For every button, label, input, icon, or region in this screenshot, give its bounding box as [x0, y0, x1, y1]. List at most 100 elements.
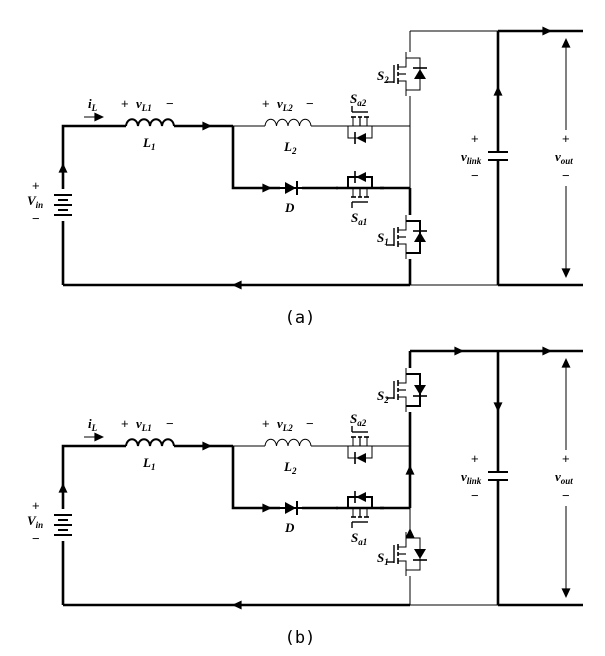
vl2-label: vL2 — [277, 416, 293, 433]
vin-plus-sign: + — [32, 178, 40, 193]
inductor-l2 — [264, 118, 312, 127]
s2-label: S2 — [377, 68, 389, 85]
vl2-label-symbol: v — [277, 416, 283, 431]
inductor-l1 — [125, 118, 175, 127]
sa1-label-symbol: S — [351, 210, 358, 225]
switch-s2-body-diode — [413, 67, 427, 79]
vin-label-symbol: V — [27, 193, 37, 208]
vout-label: vout — [555, 149, 573, 166]
vout-arrow-bottom — [561, 588, 571, 598]
l2-label: L2 — [283, 459, 297, 476]
cap-current-arrow — [493, 86, 503, 96]
vl2-label-subscript: L2 — [282, 103, 293, 113]
switch-s1 — [386, 215, 427, 259]
input-current-arrow — [58, 483, 68, 493]
vlink-minus-sign: − — [471, 168, 479, 183]
il-label-subscript: L — [91, 423, 98, 433]
switch-s1-body-diode — [413, 230, 427, 242]
output-current-arrow — [542, 26, 552, 36]
vin-minus-sign: − — [32, 531, 40, 546]
switch-s1-body-diode-triangle — [414, 549, 426, 559]
vlink-plus-sign: + — [471, 451, 479, 466]
sa1-body-diode — [354, 491, 366, 503]
vin-label: Vin — [27, 193, 43, 210]
switch-sa2 — [351, 106, 369, 126]
vl1-label-symbol: v — [136, 416, 142, 431]
vlink-label: vlink — [461, 149, 482, 166]
return-current-arrow — [232, 280, 242, 290]
vout-arrow-top — [561, 358, 571, 368]
s2-label-symbol: S — [377, 388, 384, 403]
vl1-label: vL1 — [136, 416, 152, 433]
sa1-label-symbol: S — [351, 530, 358, 545]
diode-d-triangle — [285, 502, 296, 514]
vout-label-symbol: v — [555, 149, 561, 164]
d-label: D — [284, 200, 295, 215]
vout-minus-sign: − — [562, 488, 570, 503]
inductor-l2 — [264, 438, 312, 447]
sa2-label: Sa2 — [350, 91, 367, 108]
vl1-minus-sign: − — [166, 96, 174, 111]
sa2-label-subscript: a2 — [357, 418, 367, 428]
vl1-plus-sign: + — [121, 416, 129, 431]
inductor-gap — [126, 436, 174, 448]
switch-s1 — [386, 532, 427, 576]
l2-label-subscript: 2 — [291, 146, 297, 156]
switch-s2-body-diode-triangle — [414, 69, 426, 79]
inductor-l1 — [125, 438, 175, 447]
il-label-subscript: L — [91, 103, 98, 113]
sa2-label-symbol: S — [350, 411, 357, 426]
s1-label-symbol: S — [377, 230, 384, 245]
il-label-symbol: i — [88, 416, 92, 431]
diode-d — [285, 501, 298, 515]
s2-current-arrow — [454, 346, 464, 356]
vl2-label-symbol: v — [277, 96, 283, 111]
vout-gap — [551, 450, 581, 506]
vin-minus-sign: − — [32, 211, 40, 226]
switch-s2-body-diode-triangle — [414, 385, 426, 395]
diode-d-triangle — [285, 182, 296, 194]
switch-s2 — [386, 368, 427, 412]
il-arrow-head — [94, 112, 104, 122]
s1-label: S1 — [377, 230, 389, 247]
vout-label-symbol: v — [555, 469, 561, 484]
switch-s1-source — [398, 560, 407, 576]
sa2-body-diode — [354, 452, 366, 464]
l1-label-subscript: 1 — [151, 142, 156, 152]
diode-branch-wire — [231, 446, 410, 510]
s1-label-subscript: 1 — [384, 237, 389, 247]
vlink-minus-sign: − — [471, 488, 479, 503]
vout-gap — [551, 130, 581, 186]
s1-label-subscript: 1 — [384, 557, 389, 567]
vin-label-subscript: in — [36, 520, 44, 530]
vout-plus-sign: + — [562, 451, 570, 466]
panel-b-circuit: +Vin−iL+vL1−L1+vL2−L2Sa2DSa1S2S1+vlink−+… — [27, 346, 583, 648]
panel-caption: (a) — [285, 308, 316, 328]
il-label: iL — [88, 416, 98, 433]
l2-label-symbol: L — [283, 459, 292, 474]
input-wire — [61, 124, 233, 285]
vl1-label-subscript: L1 — [141, 103, 152, 113]
vlink-label-symbol: v — [461, 469, 467, 484]
l1-current-arrow — [202, 121, 212, 131]
diode-d — [285, 181, 298, 195]
return-current-arrow — [232, 600, 242, 610]
vin-label-symbol: V — [27, 513, 37, 528]
cap-current-arrow — [493, 402, 503, 412]
vl1-label-subscript: L1 — [141, 423, 152, 433]
vl2-plus-sign: + — [262, 416, 270, 431]
diode-branch-wire — [231, 126, 410, 190]
sa2-body-diode — [354, 132, 366, 144]
s2-label-symbol: S — [377, 68, 384, 83]
d-label-symbol: D — [284, 520, 295, 535]
inductor-gap — [265, 436, 311, 448]
l1-label: L1 — [142, 135, 155, 152]
il-label-symbol: i — [88, 96, 92, 111]
switch-s1-body-diode — [413, 549, 427, 561]
vlink-label-subscript: link — [467, 476, 482, 486]
vin-plus-sign: + — [32, 498, 40, 513]
s2-label-subscript: 2 — [383, 75, 389, 85]
switch-s2-drain — [398, 52, 407, 68]
output-current-arrow — [542, 346, 552, 356]
